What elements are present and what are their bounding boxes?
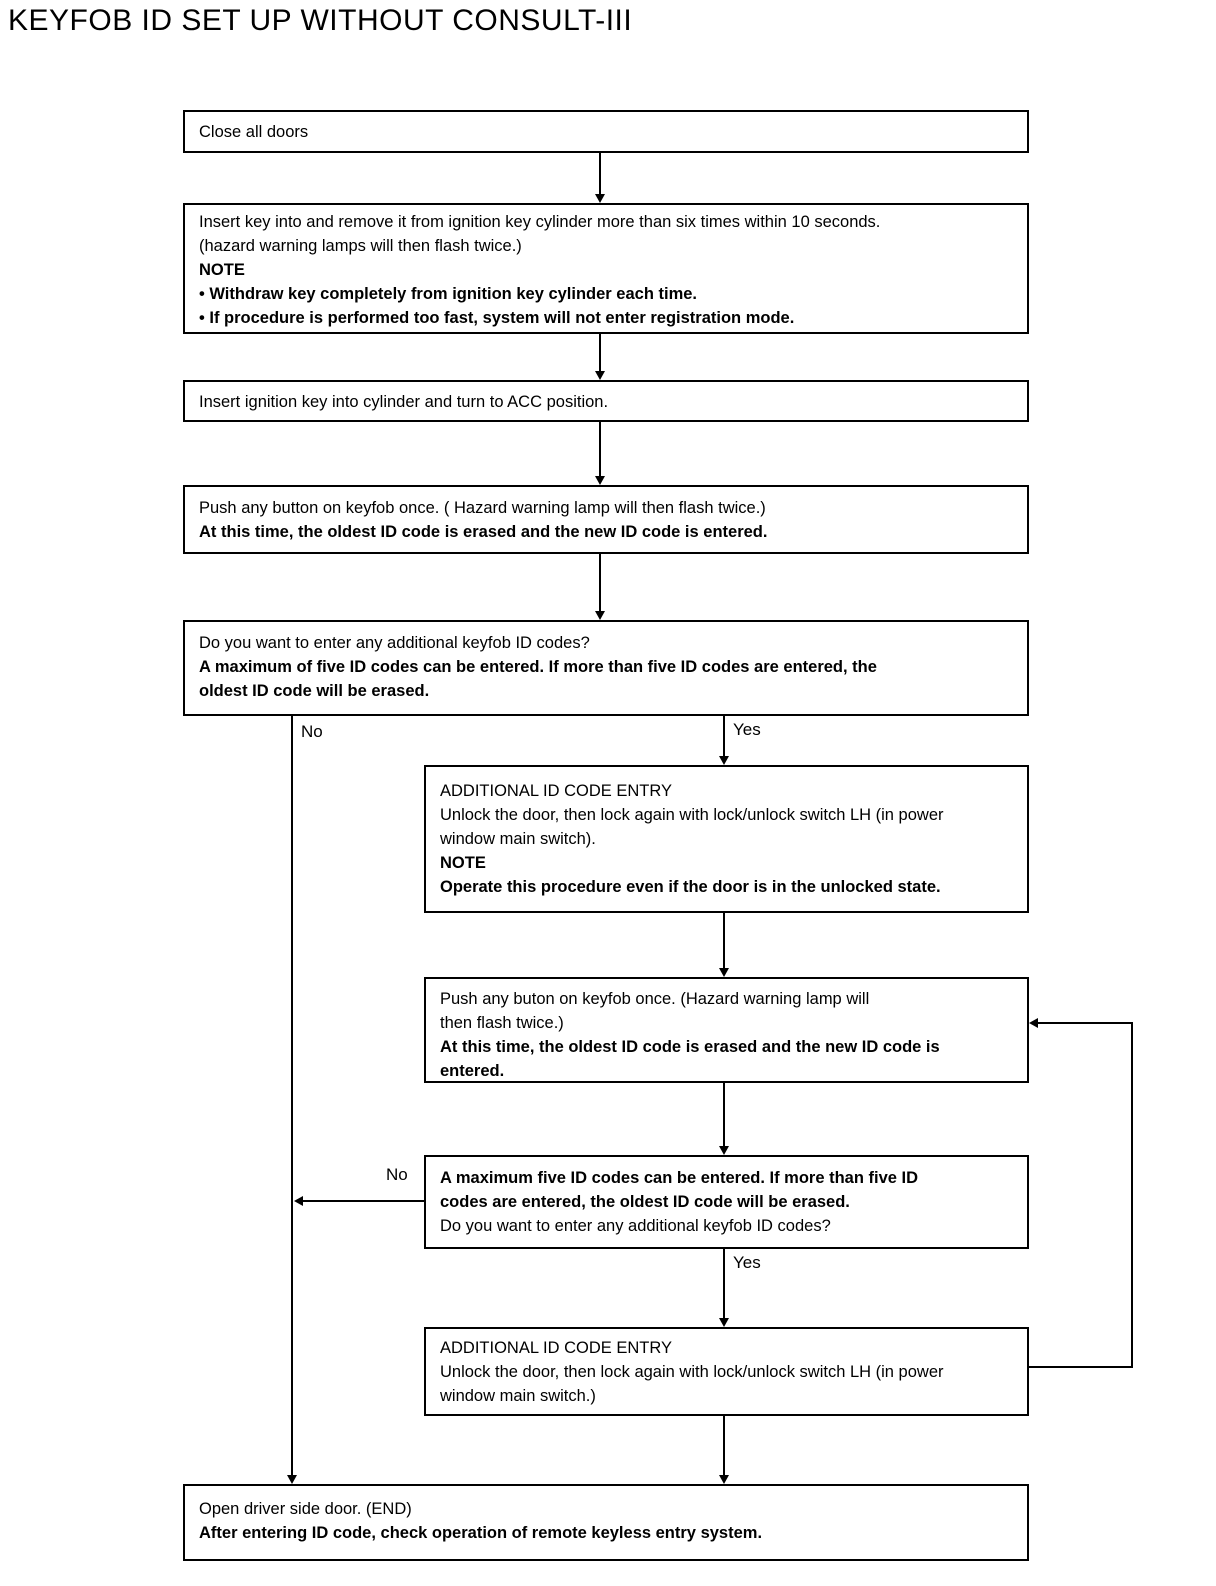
page-title: KEYFOB ID SET UP WITHOUT CONSULT-III	[8, 4, 633, 37]
branch-label-yes-1: Yes	[733, 720, 761, 739]
node-text-line: Insert ignition key into cylinder and tu…	[199, 393, 609, 411]
arrow-left-icon	[294, 1196, 303, 1206]
connector-line-loop-top	[1038, 1022, 1133, 1024]
arrow-down-icon	[595, 476, 605, 485]
node-text-line: Open driver side door. (END)	[199, 1500, 412, 1518]
connector-line-loop-right	[1131, 1022, 1133, 1368]
connector-line	[599, 333, 601, 374]
node-text-line: A maximum of five ID codes can be entere…	[199, 658, 877, 676]
node-text-line: NOTE	[440, 854, 486, 872]
connector-line	[599, 421, 601, 479]
node-text-line: Do you want to enter any additional keyf…	[199, 634, 590, 652]
connector-line	[599, 152, 601, 197]
arrow-down-icon	[719, 1146, 729, 1155]
flowchart-node-close-doors: Close all doors	[183, 110, 1029, 153]
node-text-line: Push any button on keyfob once. ( Hazard…	[199, 499, 766, 517]
arrow-down-icon	[719, 756, 729, 765]
node-text-line: ADDITIONAL ID CODE ENTRY	[440, 1339, 672, 1357]
node-text-line: • Withdraw key completely from ignition …	[199, 285, 698, 303]
connector-line	[723, 1414, 725, 1478]
node-text-line: Do you want to enter any additional keyf…	[440, 1217, 831, 1235]
node-text-line: Close all doors	[199, 123, 309, 141]
arrow-down-icon	[719, 968, 729, 977]
flowchart-node-decision-max-codes: A maximum five ID codes can be entered. …	[424, 1155, 1029, 1249]
flowchart-node-insert-remove-key: Insert key into and remove it from ignit…	[183, 203, 1029, 334]
arrow-down-icon	[595, 371, 605, 380]
flowchart-node-additional-id-entry-2: ADDITIONAL ID CODE ENTRY Unlock the door,…	[424, 1327, 1029, 1416]
flowchart-node-push-button: Push any button on keyfob once. ( Hazard…	[183, 485, 1029, 554]
node-text-line: At this time, the oldest ID code is eras…	[440, 1038, 940, 1056]
connector-line	[723, 714, 725, 758]
node-text-line: Insert key into and remove it from ignit…	[199, 213, 881, 231]
connector-line	[599, 553, 601, 614]
arrow-left-icon	[1029, 1018, 1038, 1028]
connector-line	[723, 1081, 725, 1148]
node-text-line: (hazard warning lamps will then flash tw…	[199, 237, 522, 255]
flowchart-node-decision-additional-codes: Do you want to enter any additional keyf…	[183, 620, 1029, 716]
flowchart-node-end-open-door: Open driver side door. (END) After enteri…	[183, 1484, 1029, 1561]
node-text-line: At this time, the oldest ID code is eras…	[199, 523, 768, 541]
arrow-down-icon	[719, 1475, 729, 1484]
node-text-line: After entering ID code, check operation …	[199, 1524, 763, 1542]
branch-label-yes-2: Yes	[733, 1253, 761, 1272]
connector-line	[723, 1247, 725, 1321]
node-text-line: codes are entered, the oldest ID code wi…	[440, 1193, 850, 1211]
connector-line	[723, 911, 725, 970]
branch-label-no-2: No	[386, 1165, 408, 1184]
node-text-line: • If procedure is performed too fast, sy…	[199, 309, 795, 327]
flowchart-node-turn-to-acc: Insert ignition key into cylinder and tu…	[183, 380, 1029, 422]
connector-line-loop-bottom	[1029, 1366, 1133, 1368]
arrow-down-icon	[595, 611, 605, 620]
flowchart-node-push-button-2: Push any buton on keyfob once. (Hazard w…	[424, 977, 1029, 1083]
node-text-line: A maximum five ID codes can be entered. …	[440, 1169, 919, 1187]
node-text-line: Unlock the door, then lock again with lo…	[440, 806, 944, 824]
branch-label-no-1: No	[301, 722, 323, 741]
node-text-line: Operate this procedure even if the door …	[440, 878, 941, 896]
node-text-line: then flash twice.)	[440, 1014, 564, 1032]
connector-line-no-rail	[291, 714, 293, 1478]
flowchart-node-additional-id-entry-1: ADDITIONAL ID CODE ENTRY Unlock the door,…	[424, 765, 1029, 913]
arrow-down-icon	[719, 1318, 729, 1327]
arrow-down-icon	[287, 1475, 297, 1484]
node-text-line: ADDITIONAL ID CODE ENTRY	[440, 782, 672, 800]
node-text-line: window main switch.)	[440, 1387, 596, 1405]
connector-line	[303, 1200, 424, 1202]
node-text-line: entered.	[440, 1062, 505, 1080]
node-text-line: oldest ID code will be erased.	[199, 682, 430, 700]
node-text-line: window main switch).	[440, 830, 596, 848]
arrow-down-icon	[595, 194, 605, 203]
node-text-line: Unlock the door, then lock again with lo…	[440, 1363, 944, 1381]
node-text-line: Push any buton on keyfob once. (Hazard w…	[440, 990, 870, 1008]
node-text-line: NOTE	[199, 261, 245, 279]
